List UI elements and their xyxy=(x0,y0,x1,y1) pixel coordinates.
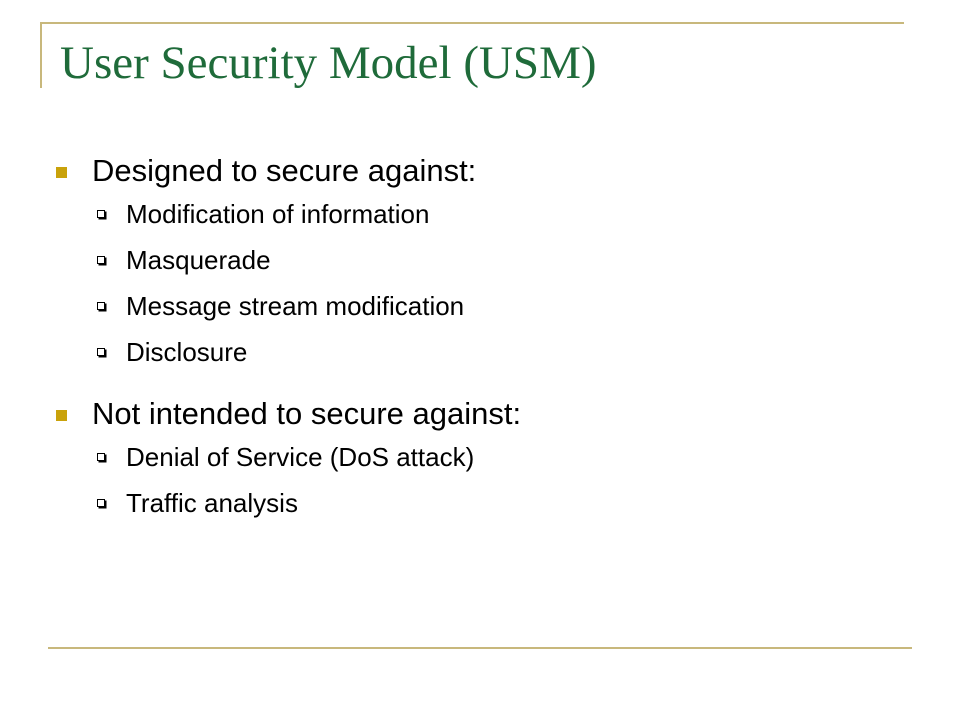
hollow-square-bullet-icon xyxy=(97,256,105,265)
square-bullet-icon xyxy=(56,167,67,178)
list-item: Modification of information xyxy=(56,199,916,245)
frame-top-line xyxy=(40,22,904,24)
list-item: Masquerade xyxy=(56,245,916,291)
hollow-square-bullet-icon xyxy=(97,499,105,508)
not-intended-list: Denial of Service (DoS attack) Traffic a… xyxy=(56,442,916,534)
hollow-square-bullet-icon xyxy=(97,302,105,311)
list-item-text: Disclosure xyxy=(126,337,248,368)
slide-title: User Security Model (USM) xyxy=(60,37,597,89)
section-heading-text: Not intended to secure against: xyxy=(92,396,522,432)
list-item-text: Message stream modification xyxy=(126,291,465,322)
list-item: Disclosure xyxy=(56,337,916,383)
list-item-text: Masquerade xyxy=(126,245,271,276)
list-item: Message stream modification xyxy=(56,291,916,337)
frame-left-line xyxy=(40,22,42,88)
section-heading-text: Designed to secure against: xyxy=(92,153,477,188)
list-item: Denial of Service (DoS attack) xyxy=(56,442,916,488)
slide-content: Designed to secure against: Modification… xyxy=(56,152,916,534)
list-item: Traffic analysis xyxy=(56,488,916,534)
hollow-square-bullet-icon xyxy=(97,348,105,357)
square-bullet-icon xyxy=(56,410,67,422)
frame-bottom-line xyxy=(48,647,912,649)
section-heading-designed: Designed to secure against: xyxy=(56,152,916,189)
list-item-text: Denial of Service (DoS attack) xyxy=(126,442,475,473)
hollow-square-bullet-icon xyxy=(97,453,105,462)
list-item-text: Traffic analysis xyxy=(126,488,298,519)
list-item-text: Modification of information xyxy=(126,199,430,230)
designed-list: Modification of information Masquerade M… xyxy=(56,199,916,383)
hollow-square-bullet-icon xyxy=(97,210,105,219)
section-heading-not-intended: Not intended to secure against: xyxy=(56,395,916,432)
